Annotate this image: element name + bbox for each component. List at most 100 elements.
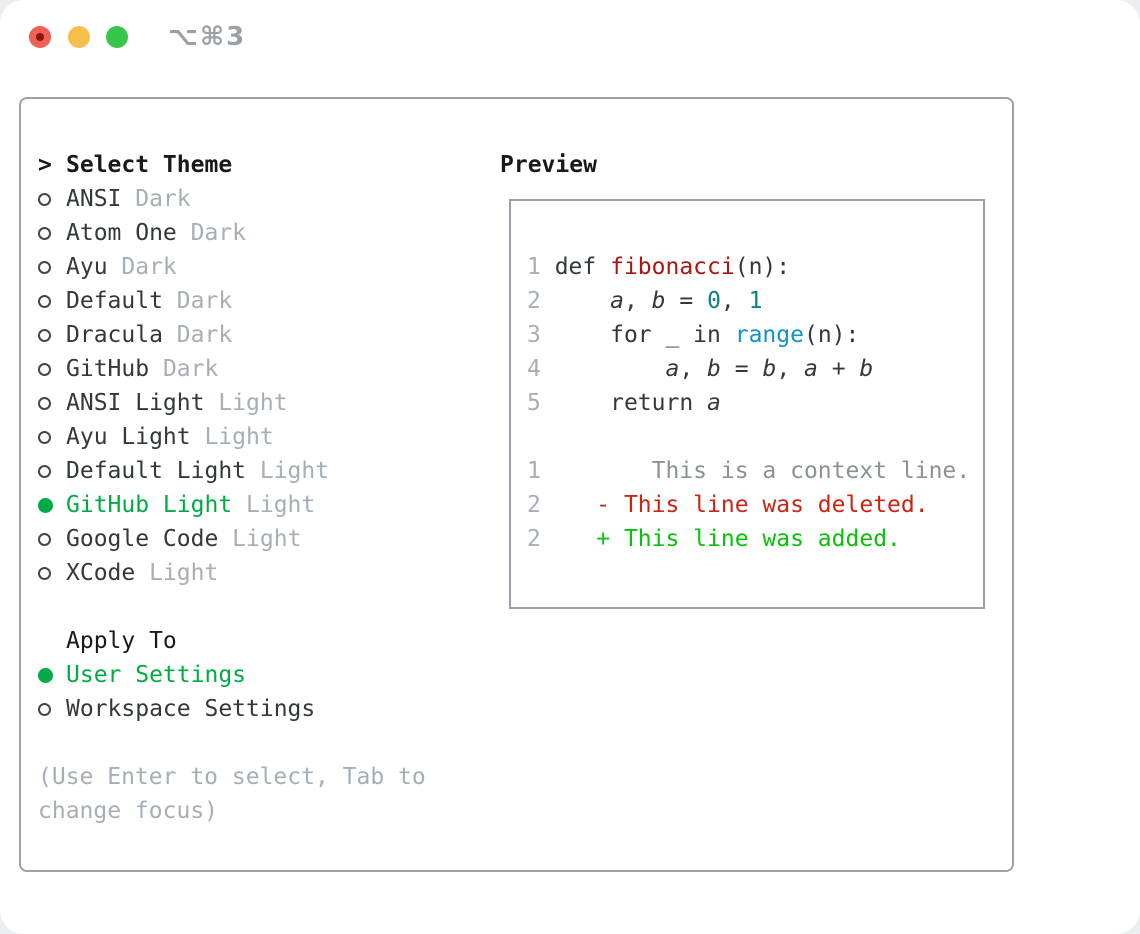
theme-item-label: XCode bbox=[66, 560, 136, 586]
theme-item-dracula[interactable]: Dracula Dark bbox=[38, 318, 426, 352]
line-number: 2 bbox=[527, 526, 541, 552]
code-segment: = bbox=[665, 288, 708, 314]
code-line: 4 a, b = b, a + b bbox=[527, 352, 983, 386]
code-segment: - This line was deleted. bbox=[540, 492, 929, 518]
theme-item-label: Google Code bbox=[66, 526, 219, 552]
help-text: (Use Enter to select, Tab to change focus… bbox=[38, 760, 426, 828]
radio-icon bbox=[38, 430, 54, 444]
theme-item-ansi-light[interactable]: ANSI Light Light bbox=[38, 386, 426, 420]
theme-item-default[interactable]: Default Dark bbox=[38, 284, 426, 318]
code-segment: 1 bbox=[748, 288, 763, 314]
theme-item-label: Ayu Light bbox=[66, 424, 191, 450]
theme-item-tag: Light bbox=[246, 458, 330, 484]
line-number: 1 bbox=[527, 254, 555, 280]
preview-header: Preview bbox=[500, 152, 597, 178]
apply-option-label: Workspace Settings bbox=[66, 696, 316, 722]
theme-item-google-code[interactable]: Google Code Light bbox=[38, 522, 426, 556]
line-number: 3 bbox=[527, 322, 555, 348]
code-segment: b bbox=[859, 356, 874, 382]
theme-item-tag: Light bbox=[232, 492, 316, 518]
theme-item-atom-one[interactable]: Atom One Dark bbox=[38, 216, 426, 250]
theme-item-tag: Dark bbox=[162, 288, 233, 314]
line-number: 2 bbox=[527, 492, 541, 518]
theme-item-xcode[interactable]: XCode Light bbox=[38, 556, 426, 590]
code-segment: = bbox=[720, 356, 763, 382]
radio-icon bbox=[38, 260, 54, 274]
theme-item-ayu[interactable]: Ayu Dark bbox=[38, 250, 426, 284]
theme-item-label: Default bbox=[66, 288, 163, 314]
radio-icon bbox=[38, 328, 54, 342]
apply-option-workspace-settings[interactable]: Workspace Settings bbox=[38, 692, 426, 726]
theme-item-github[interactable]: GitHub Dark bbox=[38, 352, 426, 386]
radio-icon bbox=[38, 226, 54, 240]
theme-item-label: Ayu bbox=[66, 254, 108, 280]
close-button-icon[interactable] bbox=[29, 26, 51, 48]
radio-icon bbox=[38, 294, 54, 308]
radio-icon bbox=[38, 702, 54, 716]
code-line: 2 + This line was added. bbox=[527, 522, 983, 556]
code-segment: return bbox=[554, 390, 708, 416]
code-line: 1 def fibonacci(n): bbox=[527, 250, 983, 284]
theme-item-tag: Dark bbox=[107, 254, 177, 280]
code-segment: def bbox=[554, 254, 611, 280]
code-segment: range bbox=[734, 322, 804, 348]
code-segment: b bbox=[762, 356, 777, 382]
select-theme-header: >Select Theme bbox=[38, 148, 426, 182]
code-blank-line bbox=[527, 420, 983, 454]
theme-item-tag: Dark bbox=[121, 186, 191, 212]
theme-item-tag: Light bbox=[190, 424, 274, 450]
radio-icon bbox=[38, 464, 54, 478]
code-segment: (n): bbox=[803, 322, 860, 348]
radio-icon bbox=[38, 396, 54, 410]
code-segment: 0 bbox=[707, 288, 721, 314]
code-segment: b bbox=[651, 288, 666, 314]
code-segment: , bbox=[720, 288, 749, 314]
radio-icon bbox=[38, 532, 54, 546]
theme-item-github-light[interactable]: GitHub Light Light bbox=[38, 488, 426, 522]
theme-item-label: Default Light bbox=[66, 458, 247, 484]
theme-item-tag: Light bbox=[135, 560, 219, 586]
code-line: 3 for _ in range(n): bbox=[527, 318, 983, 352]
code-segment: , bbox=[776, 356, 805, 382]
code-segment: , bbox=[623, 288, 652, 314]
code-segment: b bbox=[707, 356, 721, 382]
help-text-line: (Use Enter to select, Tab to bbox=[38, 764, 426, 790]
code-line: 2 a, b = 0, 1 bbox=[527, 284, 983, 318]
line-number: 2 bbox=[527, 288, 555, 314]
spacer-row bbox=[38, 726, 426, 760]
window-title: ⌥⌘3 bbox=[168, 22, 247, 52]
code-segment: a bbox=[707, 390, 721, 416]
code-segment bbox=[555, 356, 666, 382]
code-segment: a bbox=[665, 356, 680, 382]
code-segment: + bbox=[817, 356, 860, 382]
theme-item-tag: Light bbox=[218, 526, 302, 552]
spacer-row bbox=[38, 590, 426, 624]
code-line: 2 - This line was deleted. bbox=[527, 488, 983, 522]
code-segment bbox=[555, 288, 610, 314]
code-segment: (n): bbox=[734, 254, 791, 280]
theme-item-tag: Light bbox=[204, 390, 288, 416]
apply-option-label: User Settings bbox=[66, 662, 247, 688]
theme-item-tag: Dark bbox=[176, 220, 247, 246]
apply-to-header-label: Apply To bbox=[66, 628, 177, 654]
code-line: 5 return a bbox=[527, 386, 983, 420]
theme-item-default-light[interactable]: Default Light Light bbox=[38, 454, 426, 488]
minimize-button-icon[interactable] bbox=[68, 26, 90, 48]
theme-item-ansi[interactable]: ANSI Dark bbox=[38, 182, 426, 216]
code-segment: This is a context line. bbox=[540, 458, 971, 484]
code-segment: , bbox=[679, 356, 708, 382]
code-line: 1 This is a context line. bbox=[527, 454, 983, 488]
zoom-button-icon[interactable] bbox=[106, 26, 128, 48]
theme-item-label: GitHub Light bbox=[66, 492, 233, 518]
code-segment: a bbox=[804, 356, 818, 382]
theme-item-ayu-light[interactable]: Ayu Light Light bbox=[38, 420, 426, 454]
apply-option-user-settings[interactable]: User Settings bbox=[38, 658, 426, 692]
radio-icon bbox=[38, 566, 54, 580]
theme-item-tag: Dark bbox=[162, 322, 233, 348]
line-number: 5 bbox=[527, 390, 555, 416]
help-text-line: change focus) bbox=[38, 798, 219, 824]
